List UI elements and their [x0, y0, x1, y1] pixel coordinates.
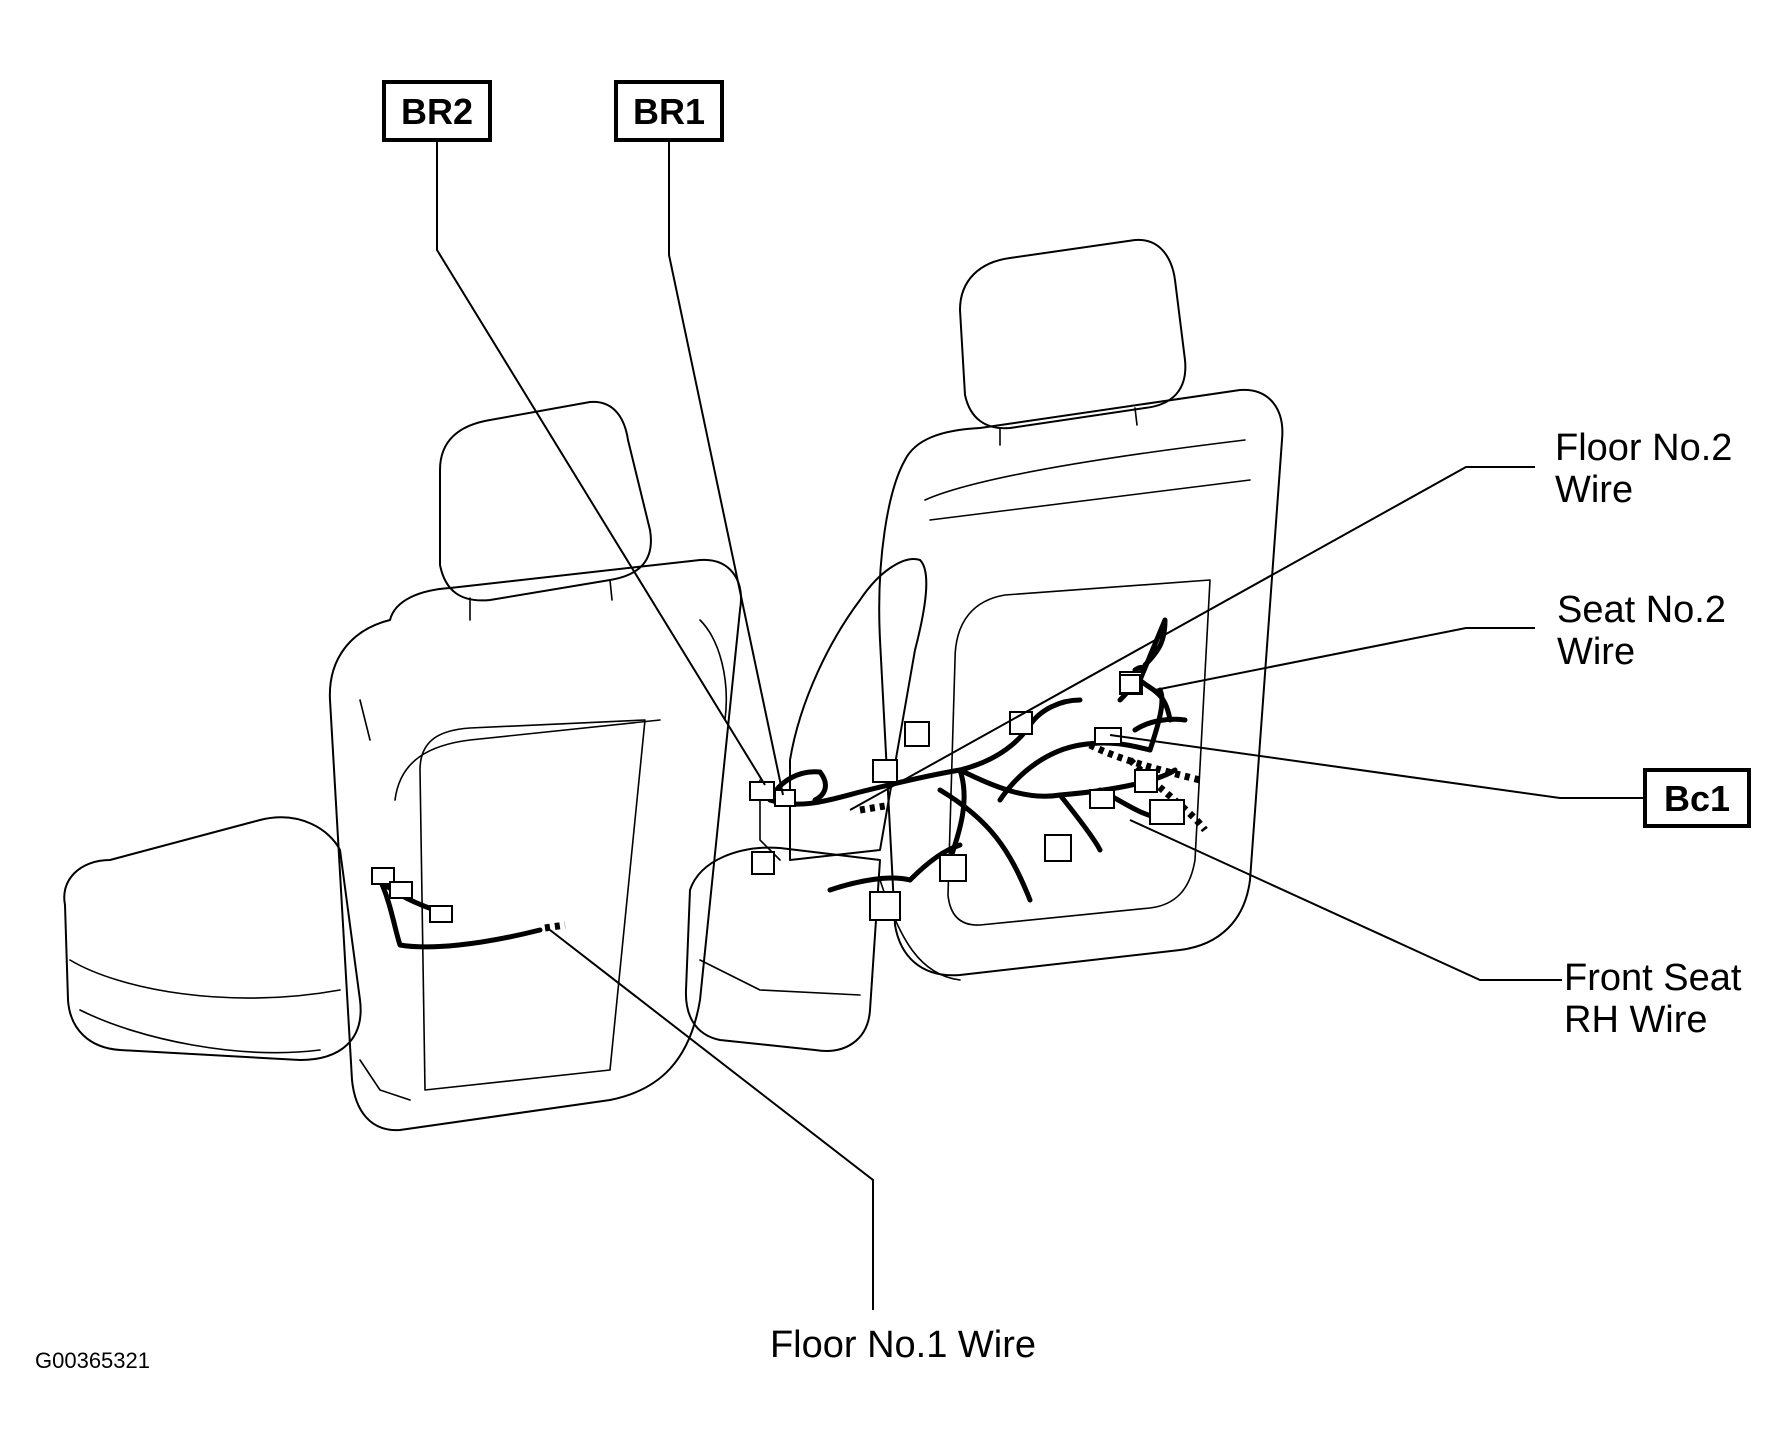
left-seat-back: [328, 558, 742, 1132]
tag-bc1: Bc1: [1643, 768, 1751, 828]
right-seat-cushion: [684, 846, 881, 1052]
left-seat-cushion: [63, 816, 362, 1061]
leader-lines: [436, 140, 1643, 1310]
right-seat: [684, 238, 1284, 1052]
connector-11: [751, 851, 775, 875]
label-front-seat-rh-wire: Front Seat RH Wire: [1564, 957, 1742, 1041]
wire-harness-left: [371, 867, 566, 950]
leader-br2: [436, 140, 766, 786]
right-seat-back: [878, 388, 1284, 977]
label-seat-no2-wire: Seat No.2 Wire: [1557, 589, 1726, 673]
connector-br2: [749, 781, 775, 801]
wire-harness-right: [749, 617, 1208, 921]
leader-br1: [668, 140, 784, 796]
connector-6: [1089, 789, 1115, 809]
leader-floor-no2: [849, 466, 1535, 811]
label-floor-no1: Floor No.1 Wire: [770, 1324, 1036, 1366]
tag-br2: BR2: [382, 80, 492, 142]
connector-left-3: [429, 905, 453, 923]
tag-br1: BR1: [614, 80, 724, 142]
right-headrest: [959, 238, 1187, 430]
tag-br1-text: BR1: [633, 91, 705, 132]
tag-br2-text: BR2: [401, 91, 473, 132]
connector-10: [869, 891, 901, 921]
connector-1: [872, 759, 898, 783]
left-headrest: [439, 400, 652, 602]
label-front-seat-line1: Front Seat: [1564, 957, 1742, 999]
figure-id: G00365321: [35, 1348, 150, 1373]
connector-5: [1134, 769, 1158, 793]
label-seat-no2-line2: Wire: [1557, 631, 1635, 673]
label-floor-no2-wire: Floor No.2 Wire: [1555, 427, 1732, 511]
connector-2: [904, 721, 930, 747]
label-front-seat-line2: RH Wire: [1564, 999, 1708, 1041]
tag-bc1-text: Bc1: [1664, 778, 1730, 819]
label-seat-no2-line1: Seat No.2: [1557, 589, 1726, 631]
connector-8: [1044, 834, 1072, 862]
label-floor-no2-line1: Floor No.2: [1555, 427, 1732, 469]
tag-br1-box: [614, 80, 724, 142]
leader-bc1: [1109, 734, 1643, 799]
connector-left-2: [389, 881, 413, 899]
leader-seat-no2: [1154, 627, 1535, 691]
leader-front-seat-rh: [1129, 819, 1562, 981]
connector-left-1: [371, 867, 395, 885]
connector-seat2: [1119, 674, 1141, 694]
right-seat-bolster: [789, 558, 928, 861]
connector-9: [939, 854, 967, 882]
label-floor-no1-wire: Floor No.1 Wire: [770, 1324, 1036, 1366]
connector-7: [1149, 799, 1185, 825]
label-floor-no2-line2: Wire: [1555, 469, 1633, 511]
connector-br1: [774, 789, 796, 807]
tag-br2-box: [382, 80, 492, 142]
leader-floor-no1: [549, 929, 874, 1310]
left-seat: [63, 400, 742, 1132]
tag-bc1-box: [1643, 768, 1751, 828]
